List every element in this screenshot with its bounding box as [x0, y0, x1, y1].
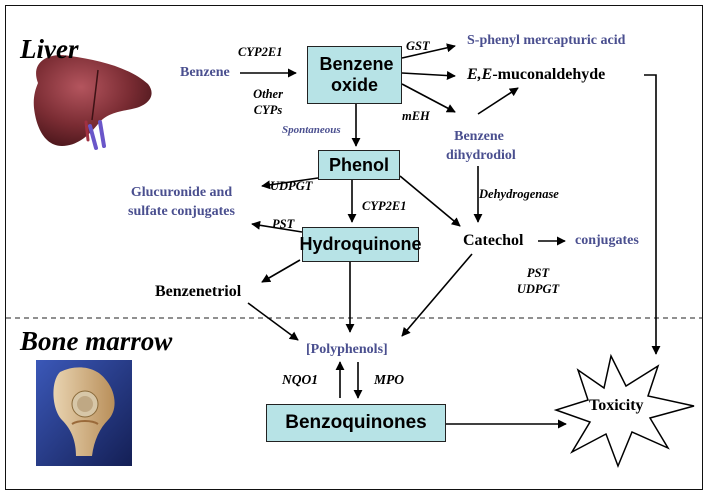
benzene-dihydrodiol-line2: dihydrodiol [446, 147, 516, 163]
benzene-dihydrodiol-line1: Benzene [454, 129, 504, 144]
region-label-bone-marrow: Bone marrow [20, 326, 173, 356]
enzyme-dehydrogenase: Dehydrogenase [479, 187, 559, 201]
benzene-oxide-label: Benzene oxide [319, 54, 394, 95]
benzoquinones-box: Benzoquinones [266, 404, 446, 442]
enzyme-pst-udpgt-right: PST UDPGT [512, 265, 564, 298]
glucuronide-line1: Glucuronide and [130, 185, 233, 200]
enzyme-pst: PST [272, 217, 295, 231]
benzenetriol-label: Benzenetriol [155, 283, 242, 300]
hydroquinone-box: Hydroquinone [299, 227, 422, 262]
arrow-phenol-to-catechol [399, 175, 461, 227]
enzyme-nqo1: NQO1 [282, 372, 318, 387]
catechol-label: Catechol [463, 232, 524, 249]
benzene-dihydrodiol-label: Benzene dihydrodiol [446, 128, 516, 166]
diagram-frame [5, 5, 703, 490]
arrow-dihydrodiol-to-muconaldehyde [477, 87, 519, 115]
muconaldehyde-suffix: -muconaldehyde [492, 66, 606, 83]
muconaldehyde-prefix: E,E [467, 66, 493, 83]
bone-marrow-illustration [36, 360, 132, 466]
arrow-benzenetriol-to-polyphenols [247, 302, 299, 341]
arrow-oxide-to-dihydrodiol [401, 83, 456, 113]
benzene-oxide-box: Benzene oxide [307, 46, 402, 104]
muconaldehyde-label: E,E-muconaldehyde [467, 67, 605, 83]
enzyme-cyp2e1-top: CYP2E1 [238, 45, 283, 59]
benzene-label: Benzene [180, 65, 230, 80]
benzoquinones-label: Benzoquinones [285, 412, 427, 434]
region-label-liver: Liver [20, 34, 79, 64]
arrow-catechol-to-polyphenols [401, 253, 473, 337]
s-phenyl-mercapturic-acid-label: S-phenyl mercapturic acid [467, 33, 626, 48]
enzyme-meh: mEH [402, 109, 430, 123]
arrow-oxide-to-muconaldehyde [401, 71, 456, 81]
enzyme-gst: GST [406, 39, 430, 53]
enzyme-pst-right: PST [526, 266, 550, 280]
phenol-box: Phenol [318, 150, 400, 180]
enzyme-mpo: MPO [374, 372, 404, 387]
enzyme-cyp2e1-mid: CYP2E1 [362, 199, 407, 213]
polyphenols-label: [Polyphenols] [306, 342, 388, 357]
enzyme-spontaneous: Spontaneous [282, 124, 341, 136]
liver-illustration [33, 55, 152, 150]
enzyme-other-cyps-line2: CYPs [253, 102, 283, 117]
arrow-hydroquinone-to-glucuronide [251, 220, 303, 233]
glucuronide-line2: sulfate conjugates [128, 203, 235, 219]
enzyme-other-cyps: Other CYPs [246, 87, 290, 118]
enzyme-udpgt-right: UDPGT [516, 282, 560, 297]
toxicity-label: Toxicity [589, 397, 644, 414]
glucuronide-sulfate-label: Glucuronide and sulfate conjugates [128, 184, 235, 222]
arrow-oxide-to-sphenyl [401, 43, 456, 59]
arrow-hydroquinone-to-benzenetriol [261, 259, 301, 283]
hydroquinone-label: Hydroquinone [299, 234, 422, 255]
arrow-phenol-to-glucuronide [261, 177, 319, 190]
arrow-muconaldehyde-to-toxicity [644, 74, 661, 355]
enzyme-udpgt: UDPGT [270, 179, 313, 193]
phenol-label: Phenol [328, 154, 389, 175]
toxicity-starburst [553, 353, 695, 469]
conjugates-label: conjugates [575, 233, 639, 248]
enzyme-other-cyps-line1: Other [253, 87, 283, 101]
